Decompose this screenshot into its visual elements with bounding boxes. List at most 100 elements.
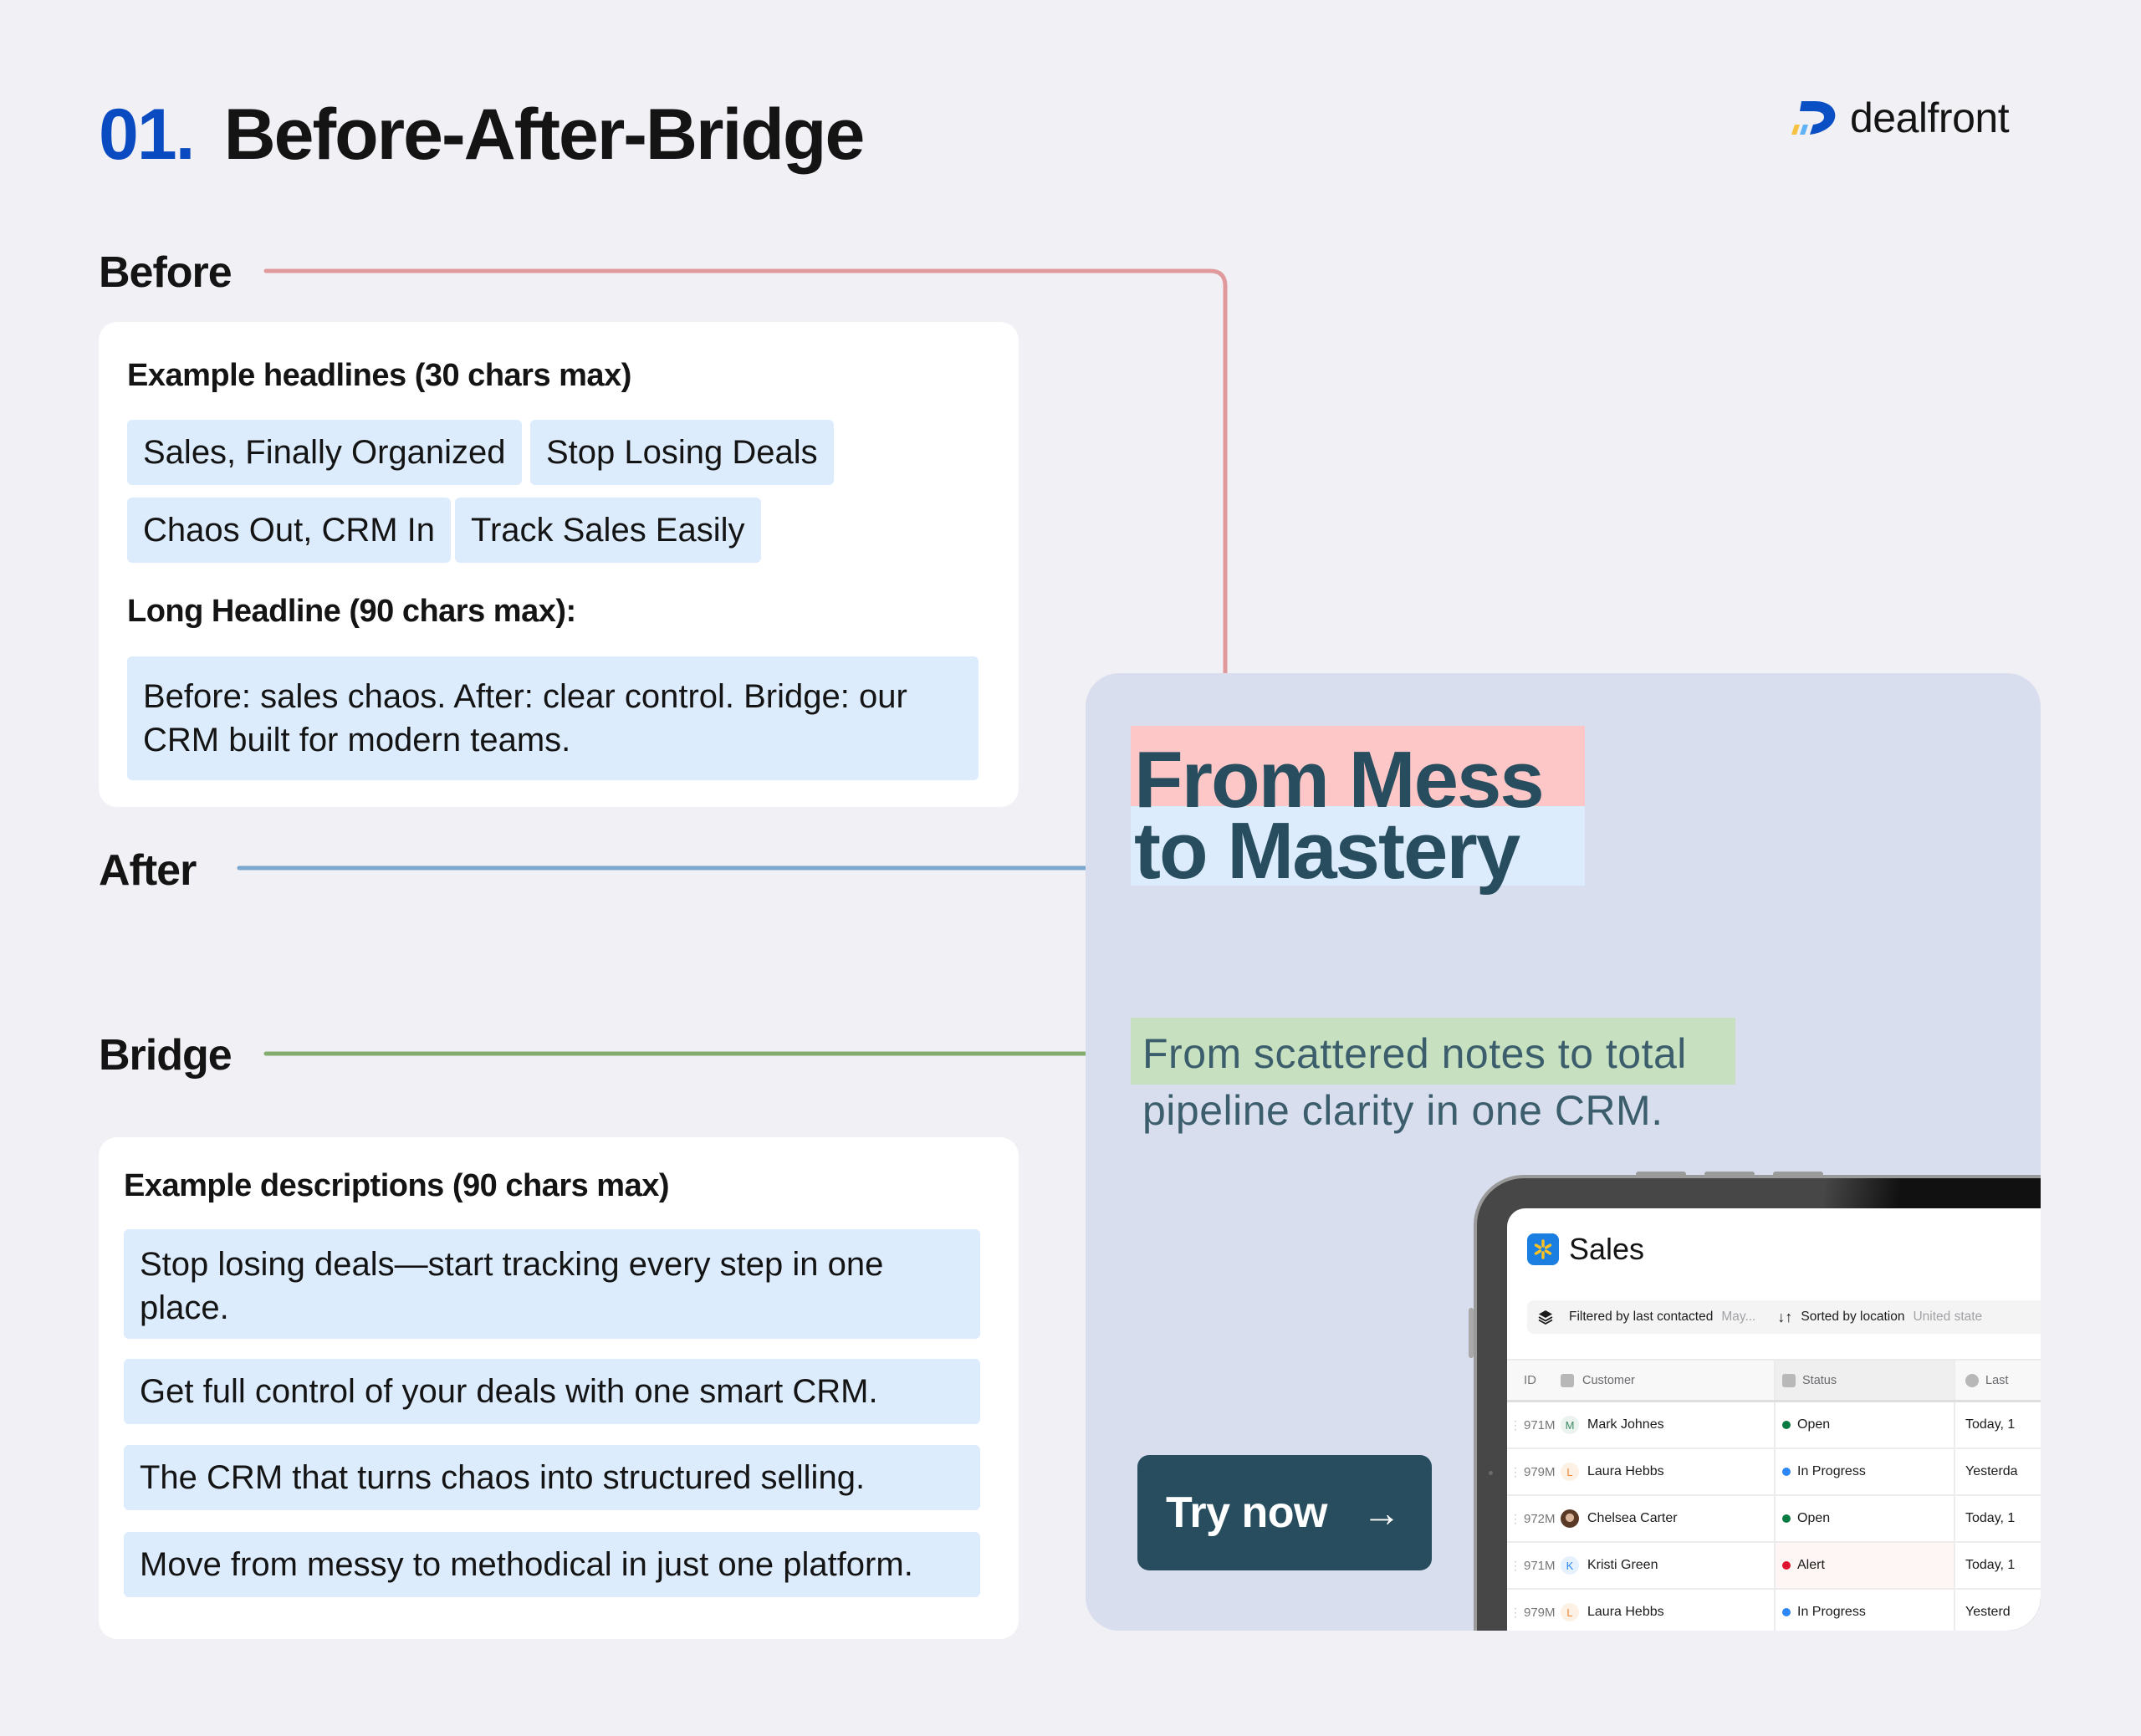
- last-contacted: Yesterda: [1954, 1449, 2041, 1494]
- customer-name: Laura Hebbs: [1587, 1464, 1664, 1478]
- customer-name: Laura Hebbs: [1587, 1605, 1664, 1619]
- headline-line-2: to Mastery: [1134, 806, 1520, 896]
- headline-chip: Track Sales Easily: [455, 498, 761, 563]
- arrow-right-icon: →: [1362, 1491, 1401, 1534]
- layers-icon: [1538, 1310, 1553, 1325]
- customer-name: Kristi Green: [1587, 1558, 1658, 1572]
- tablet-button: [1636, 1172, 1686, 1177]
- drag-handle-icon[interactable]: ⋮: [1510, 1464, 1521, 1478]
- status-badge: Open: [1797, 1417, 1831, 1432]
- status-dot-icon: [1782, 1468, 1791, 1476]
- column-last[interactable]: Last: [1954, 1361, 2041, 1400]
- last-contacted: Today, 1: [1954, 1543, 2041, 1588]
- short-headlines-heading: Example headlines (30 chars max): [127, 358, 631, 393]
- dealfront-logo-icon: [1791, 101, 1836, 135]
- description-block: The CRM that turns chaos into structured…: [124, 1445, 980, 1510]
- sort-icon: ↓↑: [1777, 1308, 1793, 1325]
- table-header: ID Customer Status Last: [1507, 1359, 2041, 1402]
- status-dot-icon: [1782, 1608, 1791, 1616]
- row-id: 972M: [1524, 1511, 1556, 1526]
- cta-label: Try now: [1166, 1488, 1327, 1537]
- title-number: 01.: [99, 94, 196, 175]
- headline-chip: Sales, Finally Organized: [127, 420, 522, 485]
- tablet-camera: [1489, 1471, 1493, 1475]
- after-highlight: [1131, 806, 1585, 886]
- avatar: K: [1561, 1556, 1579, 1575]
- description-line: Stop losing deals—start tracking every s…: [140, 1246, 884, 1283]
- row-id: 971M: [1524, 1417, 1556, 1432]
- table-row[interactable]: ⋮ 979M L Laura Hebbs In Progress Yesterda: [1507, 1449, 2041, 1496]
- status-badge: In Progress: [1797, 1605, 1866, 1619]
- description-block: Get full control of your deals with one …: [124, 1359, 980, 1424]
- before-label: Before: [99, 248, 232, 297]
- subtext-line-1: From scattered notes to total: [1142, 1030, 1687, 1077]
- app-header: Sales: [1527, 1232, 1644, 1267]
- long-headline-line: CRM built for modern teams.: [143, 722, 571, 758]
- row-id: 971M: [1524, 1558, 1556, 1573]
- status-dot-icon: [1782, 1514, 1791, 1523]
- description-line: The CRM that turns chaos into structured…: [140, 1459, 866, 1496]
- description-line: place.: [140, 1289, 229, 1326]
- tablet-button: [1704, 1172, 1755, 1177]
- drag-handle-icon[interactable]: ⋮: [1510, 1511, 1521, 1525]
- column-status[interactable]: Status: [1774, 1361, 1954, 1400]
- table-row[interactable]: ⋮ 971M K Kristi Green Alert Today, 1: [1507, 1543, 2041, 1590]
- description-line: Move from messy to methodical in just on…: [140, 1546, 913, 1583]
- last-contacted: Today, 1: [1954, 1496, 2041, 1541]
- tablet-screen: Sales Filtered by last contacted May... …: [1507, 1208, 2041, 1631]
- descriptions-heading: Example descriptions (90 chars max): [124, 1168, 670, 1203]
- drag-handle-icon[interactable]: ⋮: [1510, 1417, 1521, 1432]
- avatar: M: [1561, 1416, 1579, 1434]
- checkbox-icon: [1782, 1373, 1796, 1387]
- status-dot-icon: [1782, 1561, 1791, 1570]
- description-block: Move from messy to methodical in just on…: [124, 1532, 980, 1597]
- dealfront-logo: dealfront: [1790, 94, 2010, 142]
- title-text: Before-After-Bridge: [223, 94, 866, 175]
- sort-value: United state: [1913, 1310, 1983, 1324]
- long-headline-block: Before: sales chaos. After: clear contro…: [127, 656, 979, 780]
- page-title: 01.Before-After-Bridge: [99, 99, 865, 171]
- status-dot-icon: [1782, 1421, 1791, 1429]
- avatar-photo: [1561, 1509, 1579, 1528]
- table-row[interactable]: ⋮ 972M Chelsea Carter Open Today, 1: [1507, 1496, 2041, 1543]
- customer-name: Chelsea Carter: [1587, 1511, 1678, 1525]
- customer-name: Mark Johnes: [1587, 1417, 1664, 1432]
- status-badge: Alert: [1797, 1558, 1825, 1572]
- filter-label[interactable]: Filtered by last contacted: [1569, 1310, 1714, 1324]
- tablet-side-button: [1469, 1308, 1474, 1358]
- sort-label[interactable]: Sorted by location: [1801, 1310, 1905, 1324]
- description-line: Get full control of your deals with one …: [140, 1373, 878, 1410]
- app-title: Sales: [1569, 1232, 1645, 1266]
- row-id: 979M: [1524, 1464, 1556, 1479]
- drag-handle-icon[interactable]: ⋮: [1510, 1558, 1521, 1572]
- table-row[interactable]: ⋮ 971M M Mark Johnes Open Today, 1: [1507, 1402, 2041, 1449]
- after-label: After: [99, 846, 197, 895]
- row-id: 979M: [1524, 1605, 1556, 1620]
- tablet-button: [1773, 1172, 1823, 1177]
- avatar: L: [1561, 1603, 1579, 1621]
- last-contacted: Today, 1: [1954, 1402, 2041, 1448]
- subtext-line-2: pipeline clarity in one CRM.: [1142, 1087, 1663, 1134]
- before-card: Example headlines (30 chars max) Sales, …: [99, 322, 1019, 807]
- status-badge: In Progress: [1797, 1464, 1866, 1478]
- column-customer[interactable]: Customer: [1561, 1373, 1774, 1387]
- filter-value: May...: [1721, 1310, 1756, 1324]
- status-badge: Open: [1797, 1511, 1831, 1525]
- long-headline-heading: Long Headline (90 chars max):: [127, 594, 576, 629]
- column-id[interactable]: ID: [1524, 1373, 1536, 1387]
- bridge-card: Example descriptions (90 chars max) Stop…: [99, 1137, 1019, 1639]
- clock-icon: [1965, 1373, 1979, 1387]
- spark-icon: [1527, 1233, 1559, 1265]
- person-icon: [1561, 1373, 1574, 1387]
- avatar: L: [1561, 1463, 1579, 1481]
- headline-line-1: From Mess: [1134, 735, 1545, 825]
- logo-wordmark: dealfront: [1850, 94, 2010, 141]
- bridge-highlight: [1131, 1018, 1735, 1085]
- try-now-button[interactable]: Try now →: [1137, 1455, 1432, 1570]
- headline-chip: Chaos Out, CRM In: [127, 498, 452, 563]
- drag-handle-icon[interactable]: ⋮: [1510, 1605, 1521, 1619]
- filter-bar[interactable]: Filtered by last contacted May... ↓↑ Sor…: [1527, 1300, 2041, 1334]
- ad-preview-panel: From Mess to Mastery From scattered note…: [1086, 673, 2041, 1631]
- tablet-mockup: Sales Filtered by last contacted May... …: [1469, 1172, 2041, 1631]
